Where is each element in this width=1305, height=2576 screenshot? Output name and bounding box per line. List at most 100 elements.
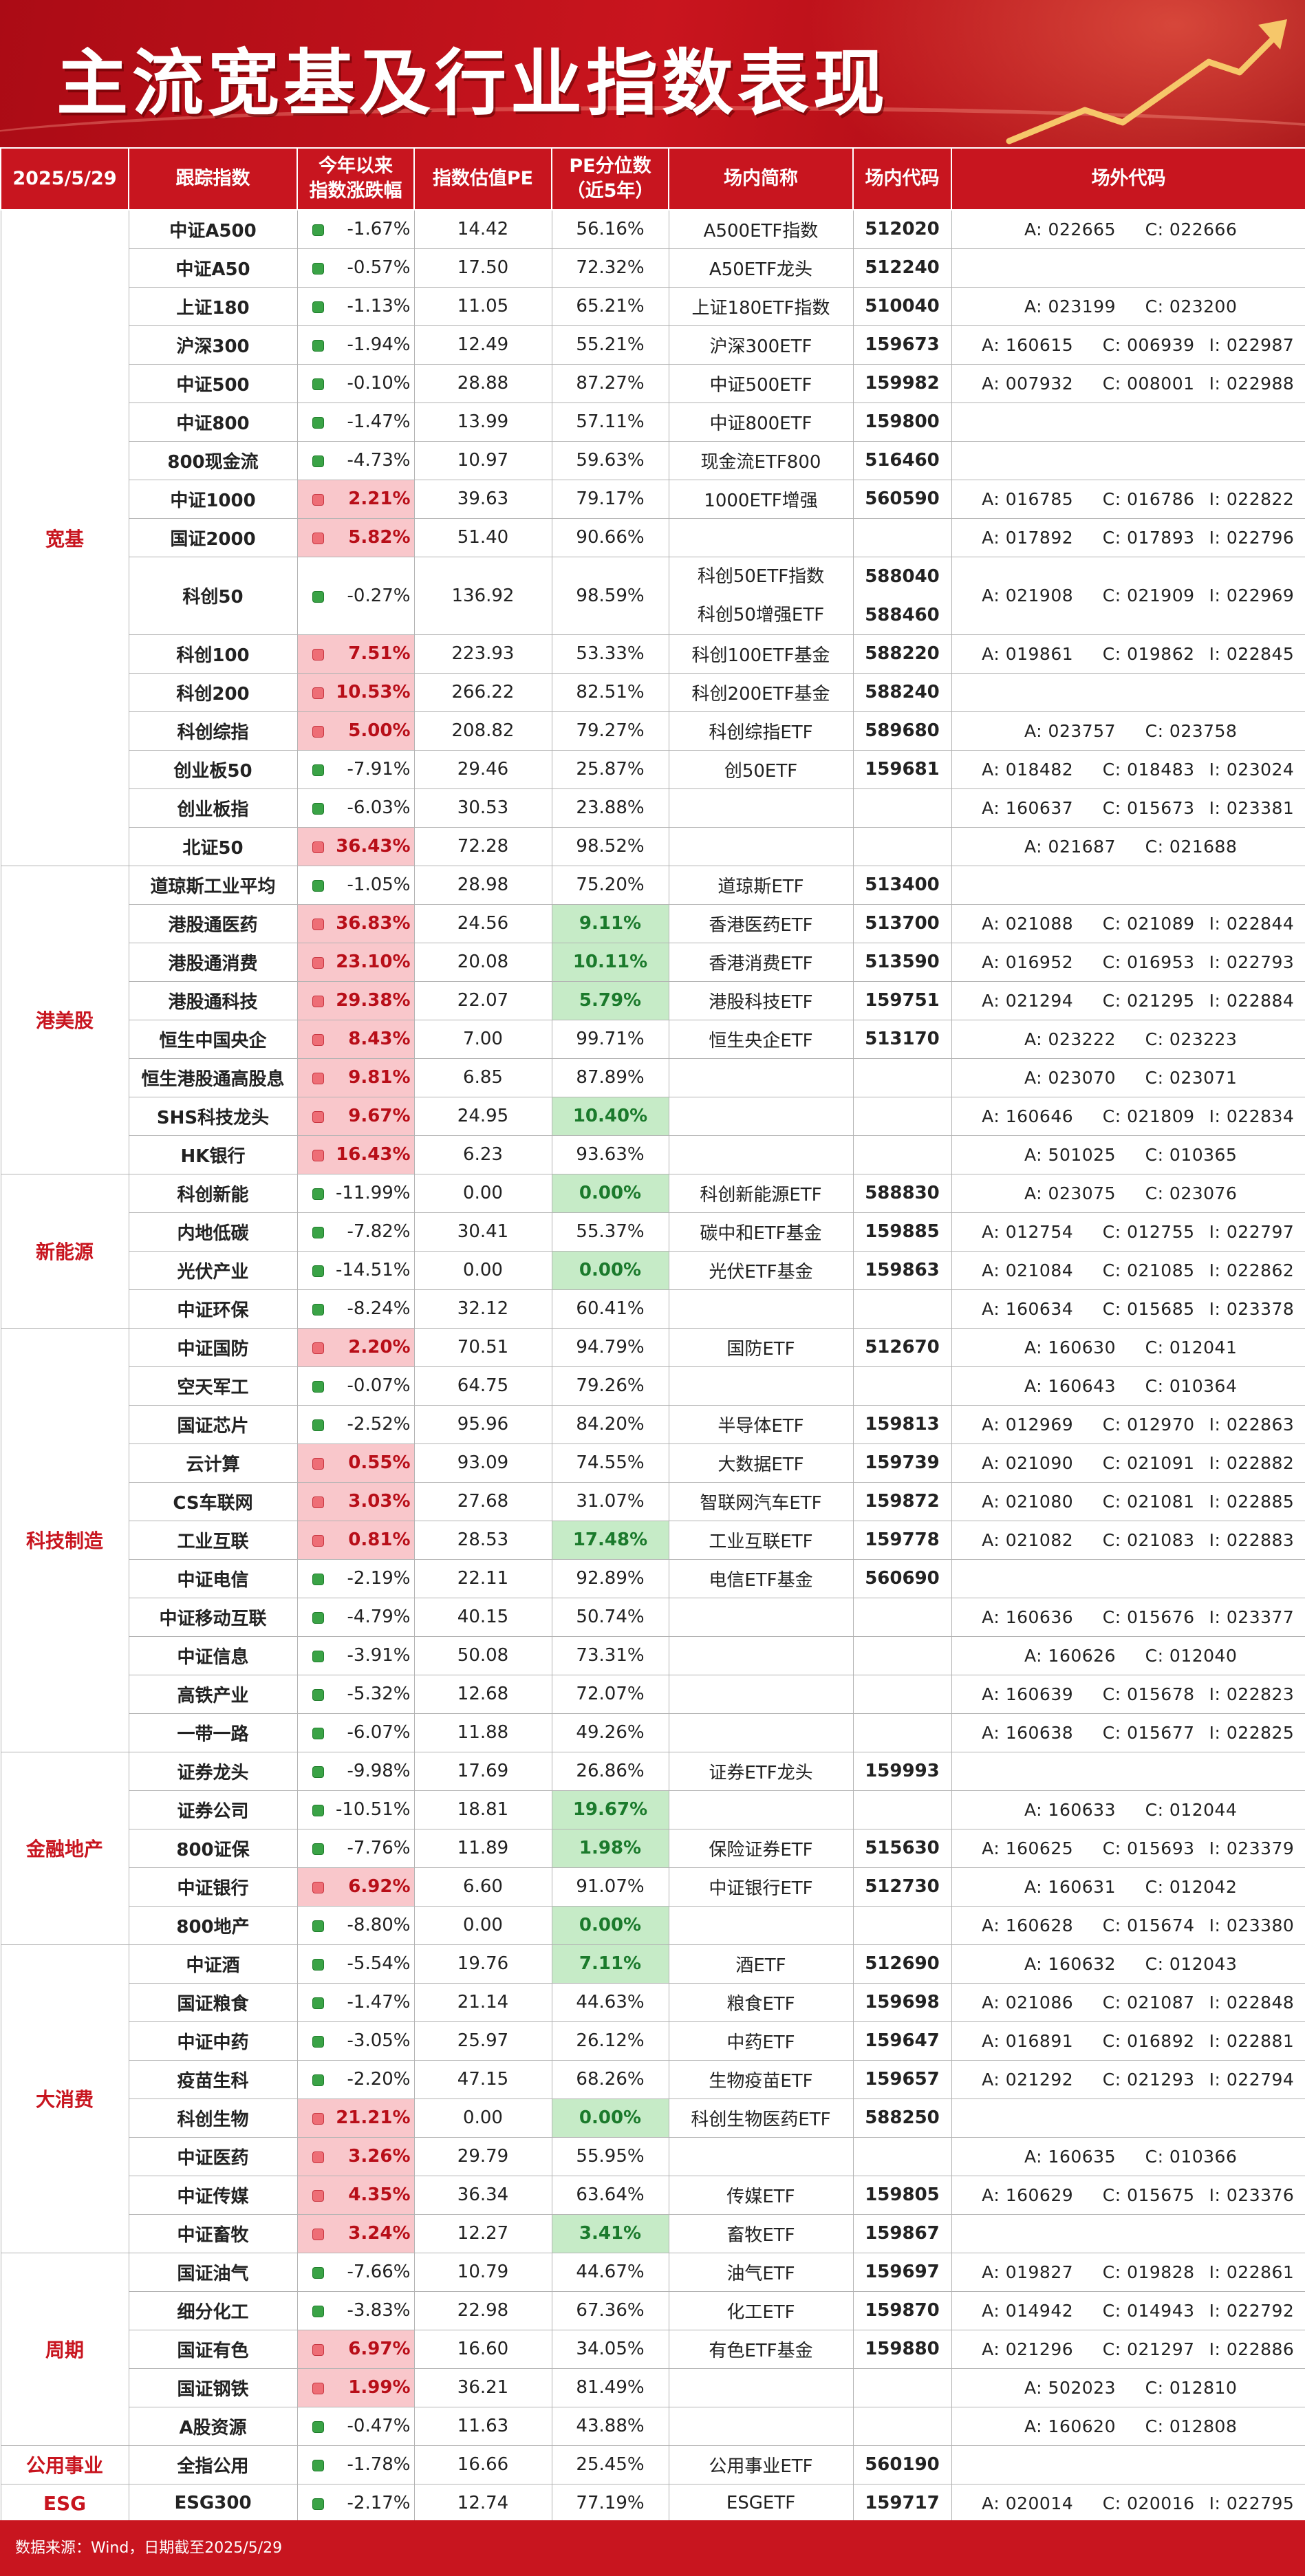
down-marker-icon: [312, 301, 324, 313]
otc-code-i: I: 022881: [1209, 2030, 1295, 2051]
index-name: 中证酒: [128, 1944, 298, 1984]
index-name: 国证2000: [128, 517, 298, 557]
exchange-name: 科创新能源ETF: [668, 1173, 854, 1213]
otc-code-i: I: 022823: [1209, 1684, 1295, 1704]
exchange-name-line: 港股科技ETF: [709, 991, 813, 1013]
exchange-code: 159863: [852, 1250, 952, 1290]
pe-value: 36.21: [413, 2368, 552, 2407]
exchange-name: [668, 788, 854, 828]
otc-code-c: C: 015693: [1102, 1838, 1195, 1858]
ytd-change-value: -1.94%: [347, 334, 411, 355]
exchange-code: 159870: [852, 2290, 952, 2330]
pe-percentile: 10.11%: [551, 942, 669, 982]
exchange-code-line: 512670: [865, 1337, 940, 1357]
header-row: 2025/5/29 跟踪指数 今年以来 指数涨跌幅 指数估值PE PE分位数 （…: [0, 147, 1305, 211]
up-marker-icon: [312, 687, 324, 699]
exchange-name: [668, 1674, 854, 1714]
ytd-change-value: -14.51%: [335, 1260, 411, 1280]
index-name: 科创生物: [128, 2098, 298, 2138]
down-marker-icon: [312, 2036, 324, 2048]
exchange-code-line: 588240: [865, 682, 940, 702]
ytd-change: 36.83%: [296, 903, 415, 943]
index-name: 上证180: [128, 286, 298, 326]
ytd-change: -5.54%: [296, 1944, 415, 1984]
exchange-code-line: 516460: [865, 450, 940, 471]
exchange-name: 大数据ETF: [668, 1443, 854, 1483]
otc-code-a: A: 023222: [1024, 1029, 1116, 1049]
ytd-change-value: -11.99%: [335, 1183, 411, 1203]
exchange-name: ESGETF: [668, 2483, 854, 2523]
ytd-change: 5.00%: [296, 711, 415, 751]
down-marker-icon: [312, 417, 324, 429]
pe-percentile: 25.87%: [551, 749, 669, 789]
ytd-change-value: -9.98%: [347, 1761, 411, 1781]
exchange-name: 科创生物医药ETF: [668, 2098, 854, 2138]
down-marker-icon: [312, 1612, 324, 1624]
pe-percentile: 5.79%: [551, 980, 669, 1020]
ytd-change: -8.24%: [296, 1289, 415, 1329]
ytd-change: -10.51%: [296, 1790, 415, 1829]
otc-code-c: C: 021091: [1102, 1452, 1195, 1473]
otc-code-c: C: 012040: [1145, 1645, 1238, 1666]
pe-value: 25.97: [413, 2021, 552, 2061]
up-marker-icon: [312, 2151, 324, 2163]
ytd-change-value: -6.07%: [347, 1722, 411, 1743]
pe-percentile: 0.00%: [551, 1905, 669, 1945]
exchange-name: [668, 1058, 854, 1097]
index-name: HK银行: [128, 1135, 298, 1174]
index-name: 全指公用: [128, 2445, 298, 2484]
ytd-change: -0.10%: [296, 363, 415, 403]
exchange-code: 512670: [852, 1327, 952, 1367]
ytd-change: -1.05%: [296, 865, 415, 905]
pe-value: 12.49: [413, 325, 552, 365]
ytd-change-value: -2.52%: [347, 1414, 411, 1435]
up-marker-icon: [312, 2229, 324, 2240]
ytd-change: 0.81%: [296, 1520, 415, 1560]
ytd-change: -5.32%: [296, 1674, 415, 1714]
otc-code-a: A: 021908: [982, 586, 1074, 605]
header-change: 今年以来 指数涨跌幅: [296, 147, 415, 211]
ytd-change: -1.94%: [296, 325, 415, 365]
ytd-change-value: 29.38%: [336, 990, 411, 1011]
pe-value: 136.92: [413, 556, 552, 635]
exchange-name-line: 科创生物医药ETF: [691, 2109, 831, 2130]
down-marker-icon: [312, 1959, 324, 1971]
otc-code-i: I: 022792: [1209, 2300, 1295, 2321]
exchange-name: [668, 1597, 854, 1637]
pe-percentile: 19.67%: [551, 1790, 669, 1829]
exchange-code: [852, 1289, 952, 1329]
otc-code-i: I: 023379: [1209, 1838, 1295, 1858]
pe-value: 40.15: [413, 1597, 552, 1637]
pe-percentile: 44.67%: [551, 2252, 669, 2292]
header-pe-percentile: PE分位数 （近5年）: [551, 147, 669, 211]
pe-value: 28.53: [413, 1520, 552, 1560]
otc-code-c: C: 016786: [1102, 489, 1195, 509]
exchange-name: 港股科技ETF: [668, 980, 854, 1020]
otc-code-a: A: 012754: [982, 1221, 1074, 1242]
otc-code-a: A: 007932: [982, 373, 1074, 394]
ytd-change-value: -2.17%: [347, 2493, 411, 2513]
ytd-change: 0.55%: [296, 1443, 415, 1483]
ytd-change-value: 16.43%: [336, 1144, 411, 1165]
ytd-change: 6.92%: [296, 1867, 415, 1907]
index-name: 科创综指: [128, 711, 298, 751]
index-name: 800地产: [128, 1905, 298, 1945]
ytd-change-value: 3.24%: [348, 2223, 411, 2244]
down-marker-icon: [312, 1265, 324, 1277]
ytd-change-value: 21.21%: [336, 2107, 411, 2128]
pe-percentile: 68.26%: [551, 2059, 669, 2099]
otc-code-c: C: 015676: [1102, 1607, 1195, 1627]
pe-percentile: 43.88%: [551, 2406, 669, 2446]
exchange-name: 酒ETF: [668, 1944, 854, 1984]
otc-code-a: A: 023757: [1024, 720, 1116, 741]
